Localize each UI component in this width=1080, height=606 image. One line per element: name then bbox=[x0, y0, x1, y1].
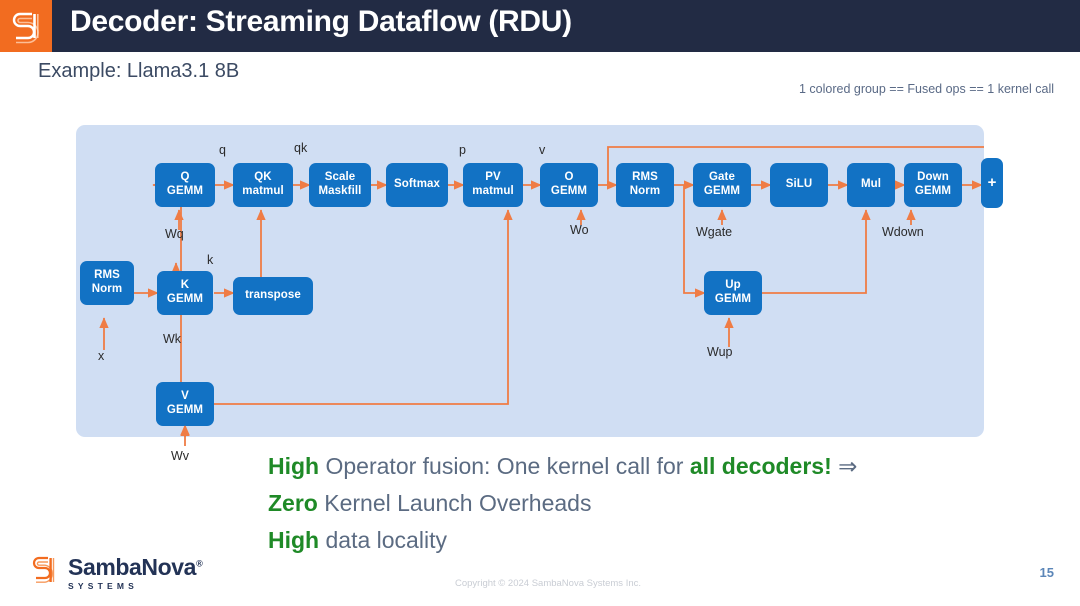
node-up-gemm[interactable]: Up GEMM bbox=[704, 271, 762, 315]
node-k-gemm[interactable]: K GEMM bbox=[157, 271, 213, 315]
node-gate-gemm[interactable]: Gate GEMM bbox=[693, 163, 751, 207]
copyright-notice: Copyright © 2024 SambaNova Systems Inc. bbox=[455, 578, 642, 589]
edge-label-wup: Wup bbox=[707, 345, 733, 359]
node-line-2: GEMM bbox=[550, 185, 588, 197]
edge-label-wk: Wk bbox=[163, 332, 182, 346]
page-number: 15 bbox=[1039, 565, 1054, 580]
node-line-2: Norm bbox=[91, 283, 123, 295]
node-line-2: GEMM bbox=[166, 185, 204, 197]
bullet-suffix: ⇒ bbox=[831, 453, 858, 479]
brand-name: SambaNova® bbox=[68, 554, 203, 580]
node-line-2: matmul bbox=[472, 185, 514, 197]
node-line-2: GEMM bbox=[714, 293, 752, 305]
header-bar: Decoder: Streaming Dataflow (RDU) bbox=[0, 0, 1080, 52]
node-add[interactable]: + bbox=[981, 158, 1003, 208]
edge-label-p: p bbox=[459, 143, 466, 157]
node-line-1: Q bbox=[180, 171, 190, 184]
node-pv-matmul[interactable]: PV matmul bbox=[463, 163, 523, 207]
edge-label-k: k bbox=[207, 253, 214, 267]
sambanova-s-mark-icon bbox=[26, 551, 62, 596]
bullet-keyword: Zero bbox=[268, 489, 318, 516]
footer-wordmark: SambaNova® SYSTEMS bbox=[68, 554, 203, 592]
benefits-list: High Operator fusion: One kernel call fo… bbox=[268, 448, 1028, 558]
dataflow-diagram-panel: RMS Norm Q GEMM QK matmul Scale Maskfill… bbox=[76, 125, 1003, 437]
node-line-1: Down bbox=[917, 171, 949, 184]
edge-label-v: v bbox=[539, 143, 546, 157]
bullet-text: Kernel Launch Overheads bbox=[317, 489, 592, 516]
node-line-1: Scale bbox=[324, 171, 356, 184]
node-line-1: Mul bbox=[860, 178, 882, 191]
node-line-2: GEMM bbox=[166, 404, 204, 416]
edge-wv-connector bbox=[180, 425, 190, 446]
node-line-1: QK bbox=[254, 171, 272, 184]
node-line-1: RMS bbox=[94, 269, 120, 282]
node-line-1: V bbox=[181, 390, 189, 403]
node-softmax[interactable]: Softmax bbox=[386, 163, 448, 207]
node-transpose[interactable]: transpose bbox=[233, 277, 313, 315]
node-v-gemm[interactable]: V GEMM bbox=[156, 382, 214, 426]
node-line-2: GEMM bbox=[914, 185, 952, 197]
node-qk-matmul[interactable]: QK matmul bbox=[233, 163, 293, 207]
bullet-keyword: High bbox=[268, 526, 320, 553]
node-line-2: GEMM bbox=[166, 293, 204, 305]
node-line-1: K bbox=[180, 279, 190, 292]
edge-label-q: q bbox=[219, 143, 226, 157]
node-o-gemm[interactable]: O GEMM bbox=[540, 163, 598, 207]
brand-subtitle: SYSTEMS bbox=[68, 581, 139, 591]
footer-logo: SambaNova® SYSTEMS bbox=[26, 551, 203, 596]
node-scale-maskfill[interactable]: Scale Maskfill bbox=[309, 163, 371, 207]
bullet-line-3: High data locality bbox=[268, 522, 1028, 559]
bullet-line-1: High Operator fusion: One kernel call fo… bbox=[268, 448, 1028, 485]
node-line-1: SiLU bbox=[785, 178, 813, 191]
sambanova-s-mark-icon bbox=[0, 0, 52, 52]
edge-label-qk: qk bbox=[294, 141, 308, 155]
node-line-2: Maskfill bbox=[318, 185, 362, 197]
bullet-keyword: High bbox=[268, 453, 320, 479]
node-line-1: O bbox=[564, 171, 574, 184]
bullet-text: data locality bbox=[319, 526, 447, 553]
brand-name-text: SambaNova bbox=[68, 554, 197, 580]
edge-label-wgate: Wgate bbox=[696, 225, 733, 239]
node-line-2: matmul bbox=[242, 185, 284, 197]
edge-label-wv: Wv bbox=[171, 449, 190, 463]
node-mul[interactable]: Mul bbox=[847, 163, 895, 207]
brand-registered-mark: ® bbox=[196, 558, 203, 569]
node-line-1: Up bbox=[725, 279, 741, 292]
node-line-1: + bbox=[987, 174, 997, 192]
edge-label-wdown: Wdown bbox=[882, 225, 924, 239]
page-title: Decoder: Streaming Dataflow (RDU) bbox=[70, 5, 572, 38]
bullet-emphasis: all decoders! bbox=[689, 453, 832, 479]
bullet-line-2: Zero Kernel Launch Overheads bbox=[268, 485, 1028, 522]
edge-label-wq: Wq bbox=[165, 227, 184, 241]
node-line-1: PV bbox=[485, 171, 501, 184]
node-line-1: Gate bbox=[709, 171, 735, 184]
bullet-text: Operator fusion: One kernel call for bbox=[319, 453, 690, 479]
node-line-2: GEMM bbox=[703, 185, 741, 197]
node-line-1: RMS bbox=[632, 171, 658, 184]
node-line-1: transpose bbox=[245, 289, 301, 302]
legend-note: 1 colored group == Fused ops == 1 kernel… bbox=[798, 82, 1054, 96]
node-rms-norm-1[interactable]: RMS Norm bbox=[80, 261, 134, 305]
node-down-gemm[interactable]: Down GEMM bbox=[904, 163, 962, 207]
node-line-1: Softmax bbox=[393, 178, 441, 191]
node-q-gemm[interactable]: Q GEMM bbox=[155, 163, 215, 207]
node-silu[interactable]: SiLU bbox=[770, 163, 828, 207]
edge-label-x: x bbox=[98, 349, 105, 363]
node-rms-norm-2[interactable]: RMS Norm bbox=[616, 163, 674, 207]
subtitle: Example: Llama3.1 8B bbox=[38, 60, 240, 82]
edge-label-wo: Wo bbox=[570, 223, 589, 237]
node-line-2: Norm bbox=[629, 185, 661, 197]
